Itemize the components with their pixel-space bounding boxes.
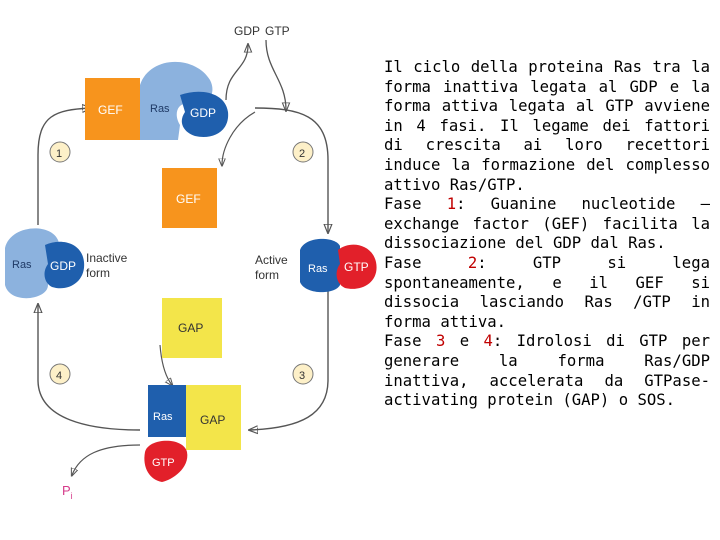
pi-main: P [62, 483, 71, 498]
gtp-right-label: GTP [344, 260, 369, 274]
step-3-label: 3 [299, 370, 305, 382]
cycle-description: Il ciclo della proteina Ras tra la forma… [384, 58, 710, 411]
description-intro: Il ciclo della proteina Ras tra la forma… [384, 58, 710, 194]
ras-top-label: Ras [150, 103, 170, 115]
phase-2-number: 2 [467, 253, 478, 272]
cycle-arrow-1 [37, 108, 90, 225]
ras-shape-top [140, 61, 213, 140]
gtp-bottom-label: GTP [152, 457, 175, 469]
step-4-label: 4 [56, 370, 62, 382]
phase-2-label: Fase [384, 253, 468, 272]
ras-box-bottom [148, 385, 186, 437]
phase-1-label: Fase [384, 195, 447, 214]
gdp-release-arrow [225, 45, 248, 101]
pi-label: Pi [62, 483, 73, 501]
phase-1-description: Fase 1: Guanine nucleotide –exchange fac… [384, 195, 710, 254]
phase-3-4-description: Fase 3 e 4: Idrolosi di GTP per generare… [384, 332, 710, 410]
gef-middle-label: GEF [176, 192, 201, 206]
step-circle-1: 1 [49, 141, 71, 163]
pi-release-arrow [72, 444, 141, 475]
gtp-entry-arrow [265, 39, 286, 110]
gef-box-middle [162, 168, 217, 228]
phase-1-number: 1 [446, 195, 457, 214]
gdp-shape-top [180, 91, 229, 137]
gdp-left-label: GDP [50, 259, 76, 273]
gap-box-bottom [186, 385, 241, 450]
phase-3-4-and: e [445, 332, 484, 351]
ras-left-label: Ras [12, 259, 32, 271]
ras-shape-right [300, 238, 340, 293]
gef-exit-arrow [222, 111, 256, 165]
active-form-word: form [255, 268, 279, 282]
active-label: Active [255, 253, 288, 267]
ras-right-label: Ras [308, 263, 328, 275]
cycle-arrow-2 [254, 107, 328, 232]
phase-3-4-text: : Idrolosi di GTP per generare la forma … [384, 332, 710, 410]
gef-top-label: GEF [98, 103, 123, 117]
gdp-top-label: GDP [190, 106, 216, 120]
gef-box-top [85, 78, 140, 140]
gtp-shape-bottom [144, 440, 188, 482]
inactive-label: Inactive [86, 251, 128, 265]
gap-middle-label: GAP [178, 321, 203, 335]
step-circle-4: 4 [49, 363, 71, 385]
ras-bottom-label: Ras [153, 411, 173, 423]
gtp-entry-label: GTP [265, 24, 290, 38]
active-form-label: Active form [255, 253, 291, 282]
ras-cycle-diagram: GDP GTP GEF Ras GDP GEF Ras GDP Inactive… [5, 24, 377, 501]
phase-3-4-label: Fase [384, 332, 436, 351]
inactive-form-label: Inactive form [86, 251, 131, 280]
phase-1-text: : Guanine nucleotide –exchange factor (G… [384, 195, 710, 253]
cycle-arrow-3 [250, 290, 329, 430]
gap-entry-arrow [159, 344, 172, 385]
gap-box-middle [162, 298, 222, 358]
gtp-shape-right [336, 244, 377, 289]
cycle-arrow-4 [38, 305, 141, 431]
gap-bottom-label: GAP [200, 413, 225, 427]
gdp-shape-left [44, 241, 85, 289]
phase-2-text: : GTP si lega spontaneamente, e il GEF s… [384, 253, 710, 331]
step-1-label: 1 [56, 148, 62, 160]
step-circle-2: 2 [292, 141, 314, 163]
phase-2-description: Fase 2: GTP si lega spontaneamente, e il… [384, 254, 710, 332]
phase-3-number: 3 [435, 332, 446, 351]
step-circle-3: 3 [292, 363, 314, 385]
phase-4-number: 4 [483, 332, 493, 351]
inactive-form-word: form [86, 266, 110, 280]
gdp-release-label: GDP [234, 24, 260, 38]
step-2-label: 2 [299, 148, 305, 160]
pi-subscript: i [71, 491, 73, 501]
